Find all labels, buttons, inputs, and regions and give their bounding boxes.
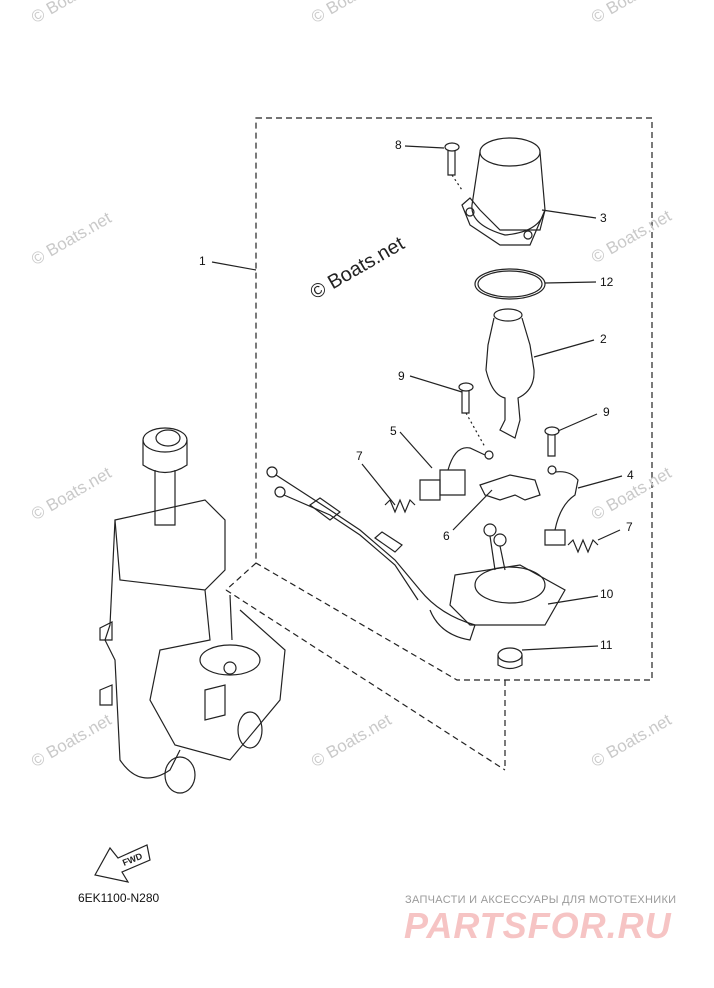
callout-5: 5 [390,424,397,438]
grommet [497,647,523,663]
connect-line-1 [225,562,257,591]
callout-4: 4 [627,468,634,482]
callout-12: 12 [600,275,614,289]
armature [485,308,535,439]
connect-line-2 [225,589,506,771]
callout-9a: 9 [398,369,405,383]
leader-5 [399,431,433,469]
fwd-label: FWD [121,851,144,868]
spring-right [567,538,599,554]
motor-housing [461,137,546,246]
lead-wires [266,466,421,601]
callout-7a: 7 [356,449,363,463]
leader-11 [521,645,599,651]
fwd-arrow [94,844,151,883]
leader-4 [577,475,623,489]
brush-holder [419,447,494,501]
leader-7b [597,529,621,541]
leader-3 [541,209,597,219]
callout-10: 10 [600,587,614,601]
screw-9-right [544,426,560,475]
leader-12 [544,281,597,284]
leader-10 [547,595,599,605]
assembly-boundary [255,117,653,681]
diagram-code: 6EK1100-N280 [78,891,160,905]
leader-2 [533,339,595,358]
o-ring [474,268,546,300]
leader-8 [404,145,445,149]
leader-9b [557,413,598,432]
callout-11: 11 [600,638,613,652]
callout-2: 2 [600,332,607,346]
brush-lead [544,471,579,546]
callout-6: 6 [443,529,450,543]
leader-6 [452,489,493,531]
brand-logo: PARTSFOR.RU [404,905,672,946]
spring-left [384,498,416,514]
motor-base [419,523,566,641]
callout-7b: 7 [626,520,633,534]
leader-1 [211,261,257,271]
brand-subtitle: ЗАПЧАСТИ И АКСЕССУАРЫ ДЛЯ МОТОТЕХНИКИ [405,894,677,906]
callout-1: 1 [199,254,206,268]
brush-plate [479,474,541,501]
tilt-cylinder [99,427,286,794]
callout-9b: 9 [603,405,610,419]
callout-8: 8 [395,138,402,152]
callout-3: 3 [600,211,607,225]
screw-8 [444,142,463,191]
leader-7a [361,463,396,506]
screw-9-left [458,382,486,448]
leader-9a [409,375,463,393]
